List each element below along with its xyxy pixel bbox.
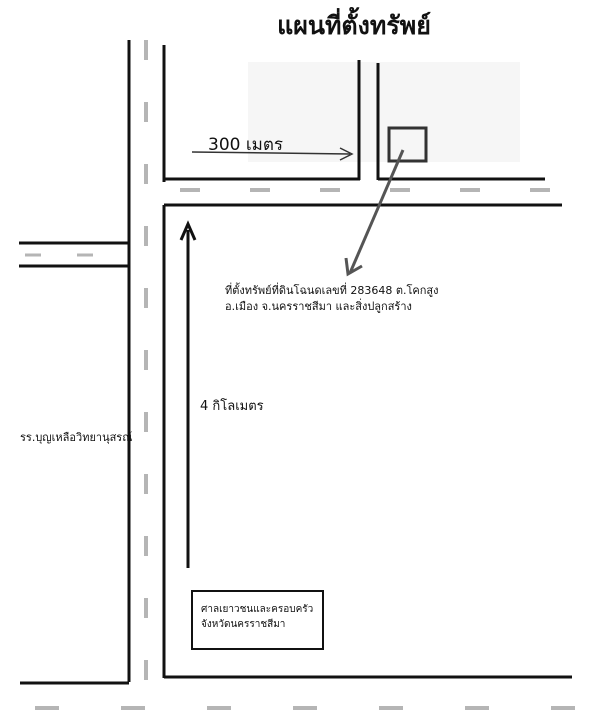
office-box: ศาลเยาวชนและครอบครัว จังหวัดนครราชสีมา xyxy=(191,590,324,650)
property-note-line-2: อ.เมือง จ.นครราชสีมา และสิ่งปลูกสร้าง xyxy=(225,300,412,313)
property-note: ที่ตั้งทรัพย์ที่ดินโฉนดเลขที่ 283648 ต.โ… xyxy=(225,283,439,315)
office-label-line-2: จังหวัดนครราชสีมา xyxy=(201,619,286,630)
faint-background-patch xyxy=(248,62,520,162)
square-outline-icon xyxy=(387,126,428,163)
diagonal-arrow-head xyxy=(344,257,363,277)
distance-arrow-300m-head xyxy=(339,147,354,161)
office-label-line-1: ศาลเยาวชนและครอบครัว xyxy=(201,604,314,615)
school-label: รร.บุญเหลือวิทยานุสรณ์ xyxy=(20,431,133,444)
map-title: แผนที่ตั้งทรัพย์ xyxy=(277,11,431,40)
north-arrow-icon xyxy=(179,220,197,241)
diagonal-arrow-icon xyxy=(348,149,405,274)
distance-arrow-300m xyxy=(191,151,351,155)
distance-label-300m: 300 เมตร xyxy=(208,135,284,155)
property-note-line-1: ที่ตั้งทรัพย์ที่ดินโฉนดเลขที่ 283648 ต.โ… xyxy=(225,284,439,297)
distance-label-4km: 4 กิโลเมตร xyxy=(200,399,264,414)
